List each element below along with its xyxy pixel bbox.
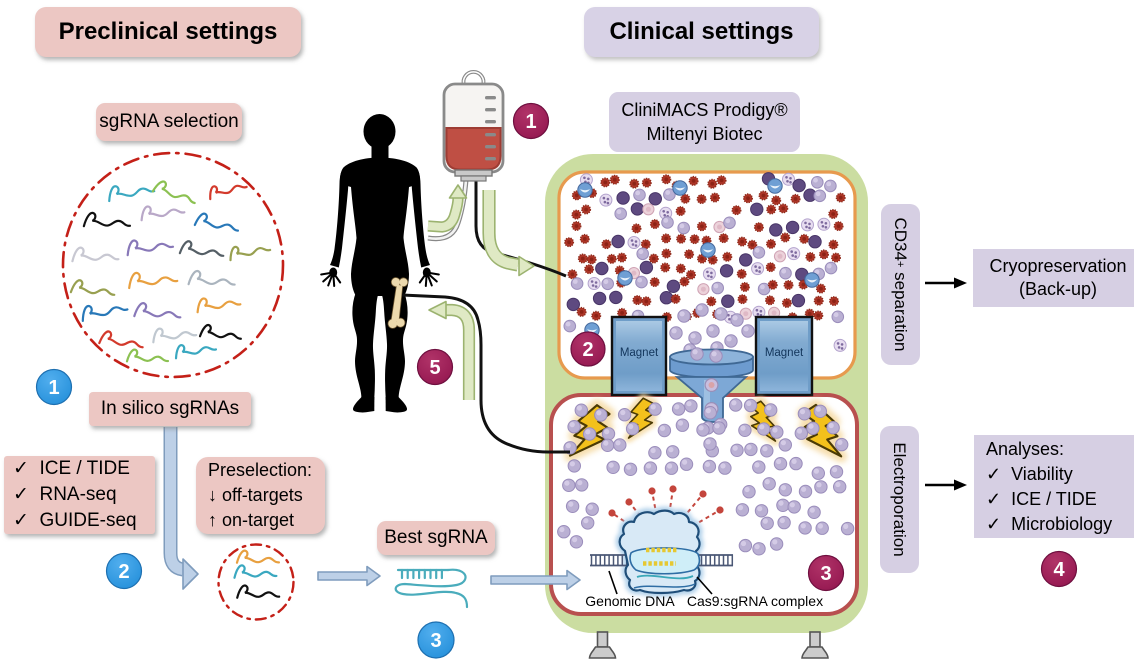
svg-text:5: 5 bbox=[429, 357, 440, 379]
svg-text:1: 1 bbox=[525, 111, 536, 133]
svg-text:Cas9:sgRNA complex: Cas9:sgRNA complex bbox=[687, 593, 823, 609]
svg-text:Genomic DNA: Genomic DNA bbox=[585, 593, 675, 609]
svg-text:4: 4 bbox=[1053, 559, 1065, 581]
svg-text:3: 3 bbox=[820, 563, 831, 585]
svg-text:2: 2 bbox=[118, 561, 129, 583]
svg-text:Magnet: Magnet bbox=[765, 347, 804, 359]
svg-text:Magnet: Magnet bbox=[620, 347, 659, 359]
svg-text:1: 1 bbox=[48, 377, 59, 399]
svg-text:2: 2 bbox=[582, 339, 593, 361]
svg-text:3: 3 bbox=[430, 630, 441, 652]
